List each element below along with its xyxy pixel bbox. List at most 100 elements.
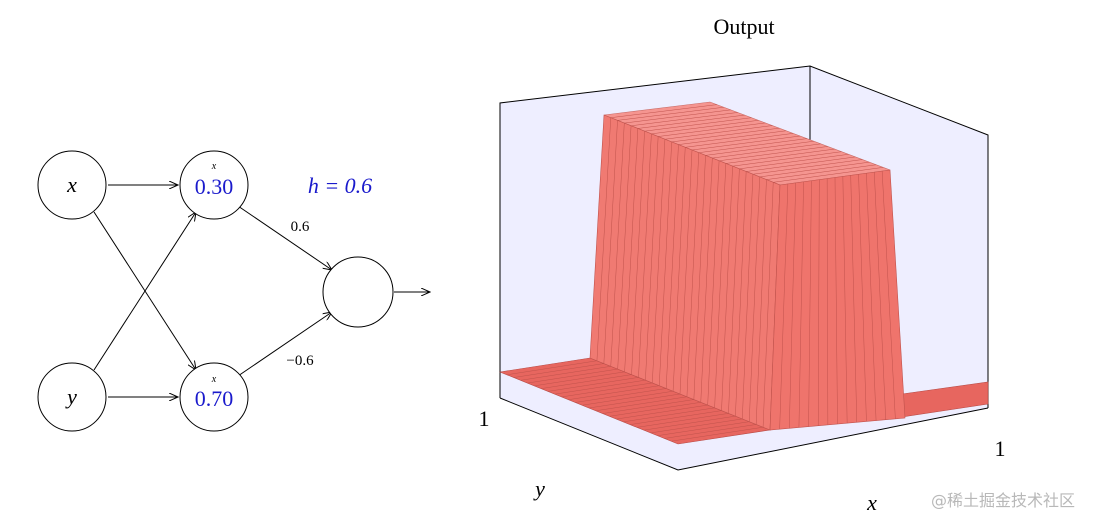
- surface-mesh-line: [798, 181, 804, 428]
- x-tick-label: 1: [995, 436, 1006, 461]
- surface-mesh-line: [658, 141, 672, 386]
- surface-mesh-line: [766, 164, 877, 180]
- surface-mesh-line: [679, 149, 693, 395]
- hidden-param-label-1: x: [211, 161, 217, 172]
- surface-mesh-line: [834, 177, 838, 425]
- surface-mesh-line: [575, 388, 667, 403]
- surface-mesh-line: [762, 182, 774, 428]
- surface-mesh-line: [645, 136, 659, 381]
- surface-mesh-line: [652, 139, 666, 383]
- surface-mesh-line: [742, 174, 754, 419]
- edge-y-to-h1: [93, 212, 196, 371]
- surface-mesh-line: [617, 125, 632, 370]
- surface-mesh-line: [609, 402, 701, 417]
- output-node: [322, 256, 394, 328]
- y-tick-label: 1: [479, 406, 490, 431]
- surface-mesh-line: [714, 163, 727, 408]
- surface-mesh-line: [759, 161, 870, 178]
- surface-mesh-line: [658, 122, 766, 137]
- surface-mesh-line: [808, 180, 812, 427]
- surface-mesh-line: [752, 159, 863, 175]
- input-node-y: [37, 362, 107, 432]
- surface-wall-right: [769, 169, 906, 431]
- surface-mesh-line: [686, 152, 700, 397]
- surface-mesh-line: [588, 393, 681, 409]
- surface-mesh-line: [610, 123, 625, 367]
- surface-mesh-line: [664, 424, 757, 439]
- hidden-value-1: 0.30: [195, 174, 234, 199]
- surface-mesh-line: [610, 104, 717, 118]
- surface-mesh-line: [636, 413, 729, 428]
- surface-mesh-line: [547, 377, 639, 392]
- surface-mesh-line: [671, 127, 780, 143]
- surface-mesh-line: [874, 172, 886, 420]
- surface-mesh-line: [707, 160, 720, 406]
- x-axis-label: x: [866, 490, 877, 515]
- surface-mesh-line: [624, 109, 731, 124]
- hidden-param-label-2: x: [211, 374, 217, 385]
- surface-mesh-line: [664, 125, 773, 140]
- surface-mesh-line: [685, 133, 794, 148]
- surface-mesh-line: [735, 171, 747, 417]
- hidden-node-1: [179, 150, 249, 220]
- input-label-y: y: [65, 384, 77, 409]
- surface-mesh-line: [721, 166, 733, 411]
- surface-mesh-line: [712, 143, 821, 159]
- box-edges-front: [499, 397, 989, 471]
- surface-mesh-line: [705, 140, 814, 156]
- surface-grid-lines: [506, 104, 896, 442]
- surface-mesh-line: [513, 363, 604, 378]
- surface-mesh-line: [850, 175, 858, 423]
- surface-mesh-line: [779, 183, 789, 430]
- surface-mesh-line: [755, 179, 767, 425]
- y-axis-label: y: [533, 476, 545, 501]
- surface-mesh-line: [561, 382, 653, 398]
- surface-mesh-line: [789, 182, 796, 429]
- surface-mesh-line: [554, 379, 646, 395]
- surface-mesh-line: [728, 168, 740, 414]
- surface-mesh-line: [637, 114, 745, 129]
- surface-mesh-line: [700, 158, 713, 403]
- surface-mesh-line: [746, 156, 856, 172]
- surface-mesh-line: [881, 171, 896, 419]
- surface-mesh-line: [643, 415, 736, 431]
- surface-mesh-line: [773, 167, 884, 183]
- weight-label-bottom: −0.6: [286, 353, 314, 369]
- surface-mesh-line: [596, 117, 612, 361]
- surface-mesh-line: [817, 179, 820, 426]
- hidden-value-2: 0.70: [195, 386, 234, 411]
- weight-label-top: 0.6: [291, 219, 310, 235]
- surface-mesh-line: [671, 426, 764, 442]
- surface-mesh-line: [657, 421, 750, 436]
- surface-mesh-line: [725, 148, 835, 164]
- surface-mesh-line: [732, 151, 842, 167]
- surface-mesh-line: [739, 154, 849, 170]
- surface-mesh-line: [691, 135, 801, 151]
- surface-mesh-line: [631, 112, 738, 127]
- input-label-x: x: [66, 172, 77, 197]
- surface-mesh-line: [527, 368, 618, 384]
- surface-mesh-line: [748, 176, 760, 422]
- surface-plot: Output 1 1 y x: [479, 14, 1006, 515]
- surface-mesh-line: [506, 360, 597, 376]
- edge-h2-to-out: [237, 312, 332, 377]
- surface-mesh-line: [858, 174, 867, 422]
- surface-mesh-line: [623, 407, 715, 423]
- surface-mesh-line: [624, 128, 639, 372]
- input-node-x: [37, 150, 107, 220]
- surface-mesh-line: [568, 385, 660, 400]
- plot-title: Output: [713, 14, 774, 39]
- surface-mesh-line: [630, 410, 722, 425]
- hidden-node-2: [179, 362, 249, 432]
- surface-mesh-line: [603, 120, 618, 364]
- surface-mesh-line: [650, 418, 743, 434]
- surface-mesh-line: [582, 390, 674, 406]
- watermark: @稀土掘金技术社区: [930, 491, 1075, 510]
- surface-mesh-line: [665, 144, 679, 389]
- surface-mesh-line: [631, 131, 645, 375]
- surface-mesh-line: [595, 396, 687, 412]
- surface-mesh-line: [651, 120, 759, 135]
- surface-mesh-line: [638, 133, 652, 378]
- edge-h1-to-out: [237, 205, 332, 270]
